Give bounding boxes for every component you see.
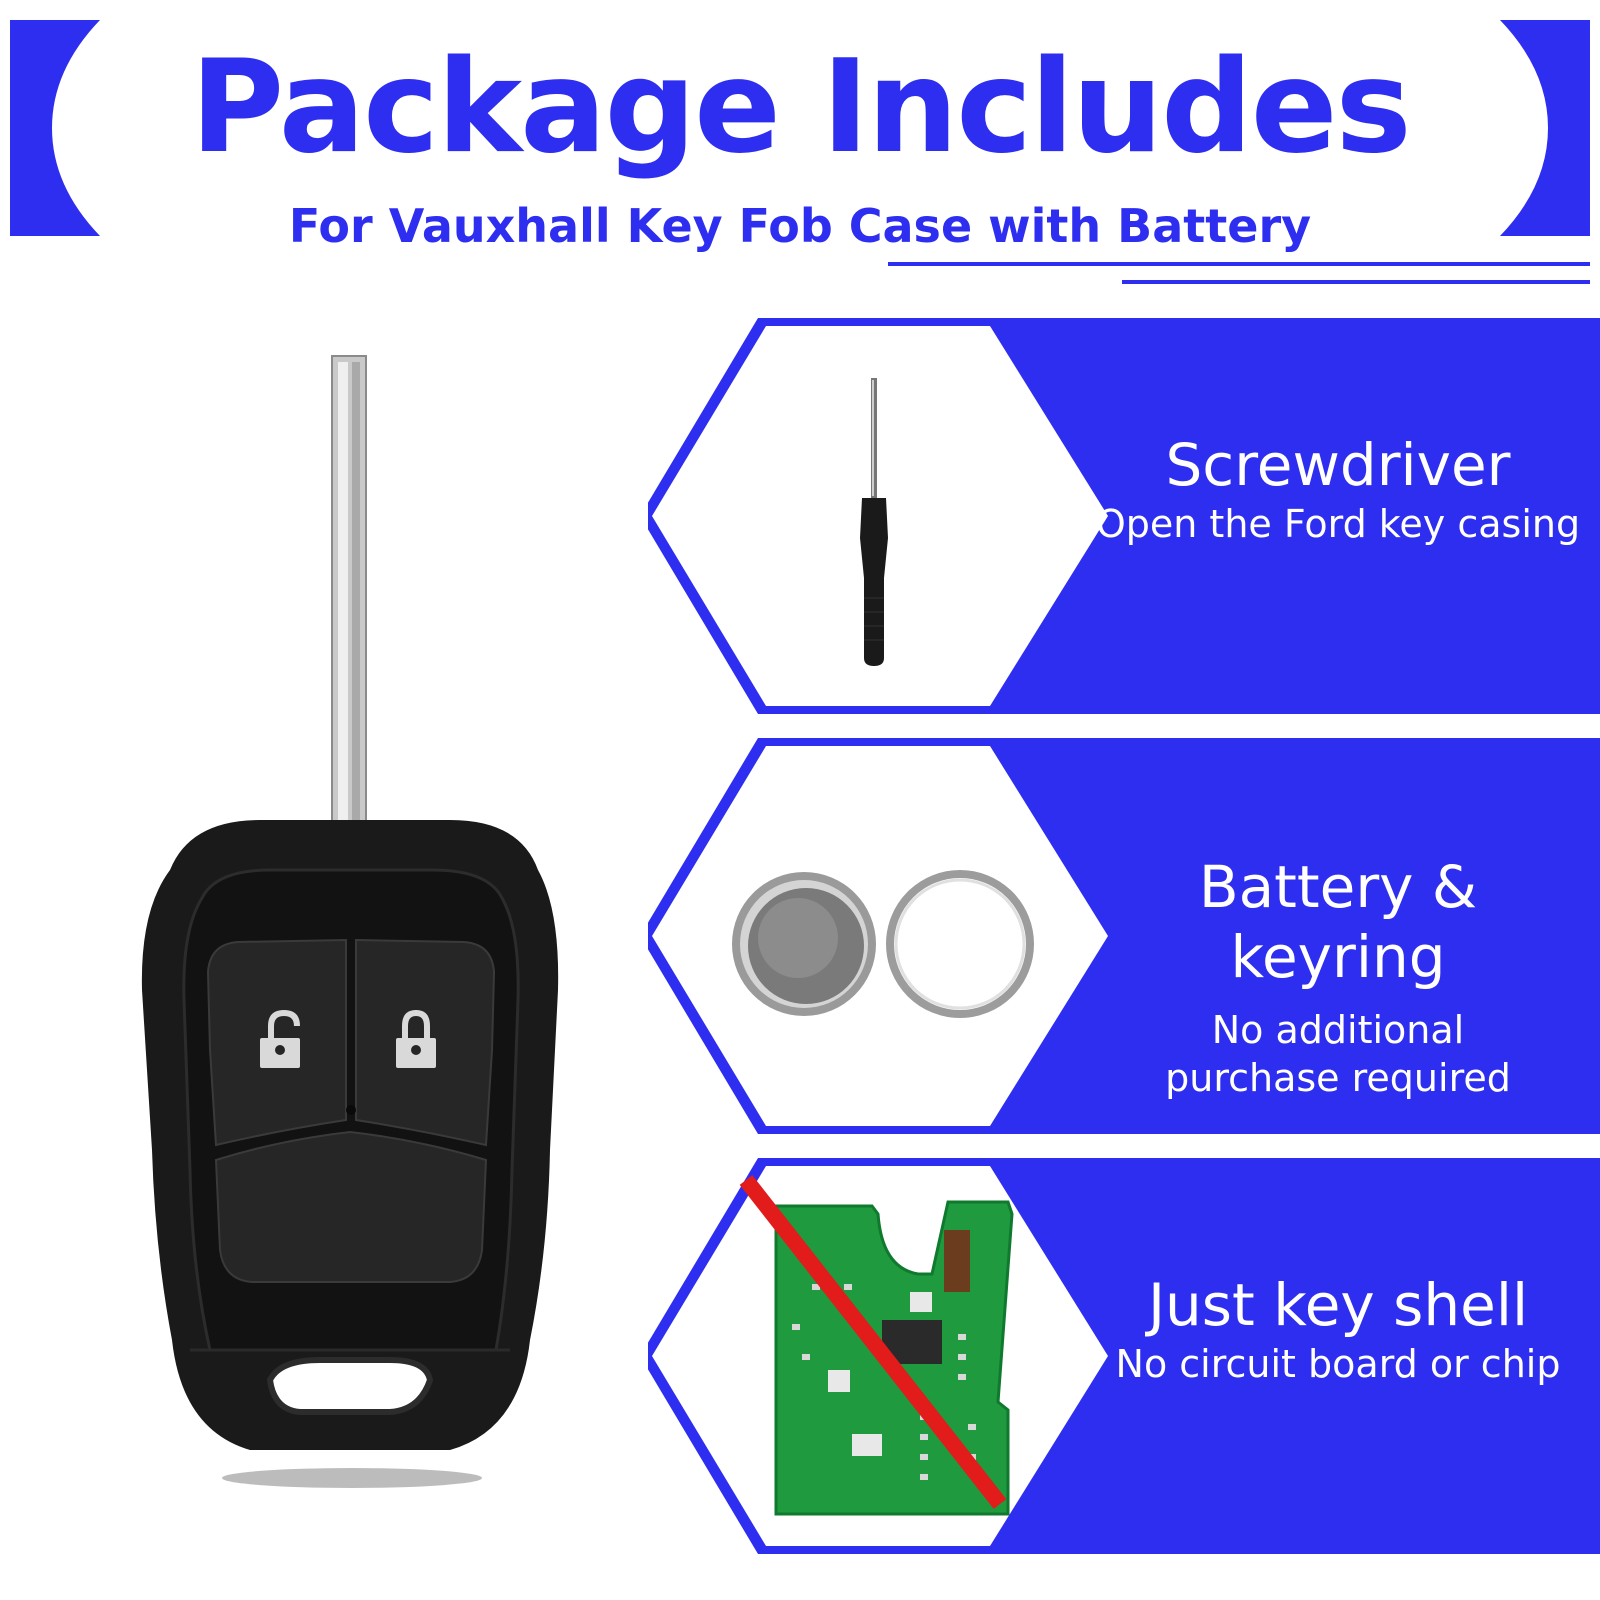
item-panel-battery-keyring: Battery & keyring No additional purchase… bbox=[648, 738, 1600, 1138]
item-panel-key-shell: Just key shell No circuit board or chip bbox=[648, 1158, 1600, 1558]
item-panel-screwdriver: Screwdriver Open the Ford key casing bbox=[648, 318, 1600, 718]
header-bracket-decoration bbox=[10, 20, 1590, 284]
key-fob-icon bbox=[141, 355, 559, 1488]
key-fob-image bbox=[120, 350, 580, 1494]
page-title: Package Includes bbox=[190, 33, 1411, 182]
screwdriver-icon bbox=[860, 378, 888, 666]
battery-keyring-icon bbox=[732, 870, 1034, 1018]
item-description: No circuit board or chip bbox=[1115, 1342, 1561, 1386]
header: Package Includes For Vauxhall Key Fob Ca… bbox=[0, 0, 1600, 290]
circuit-board-crossed-icon bbox=[739, 1175, 1014, 1516]
item-text: Screwdriver Open the Ford key casing bbox=[1088, 430, 1588, 548]
item-description: Open the Ford key casing bbox=[1095, 502, 1581, 546]
page-subtitle: For Vauxhall Key Fob Case with Battery bbox=[288, 199, 1312, 253]
item-heading: Screwdriver bbox=[1165, 431, 1511, 499]
item-description-line2: purchase required bbox=[1165, 1056, 1511, 1100]
item-description-line1: No additional bbox=[1211, 1008, 1465, 1052]
item-heading: Battery & keyring bbox=[1198, 853, 1478, 991]
panel-background bbox=[648, 318, 1600, 714]
item-text: Just key shell No circuit board or chip bbox=[1088, 1270, 1588, 1388]
panel-background bbox=[648, 738, 1600, 1134]
item-heading: Just key shell bbox=[1147, 1271, 1529, 1339]
item-text: Battery & keyring No additional purchase… bbox=[1088, 852, 1588, 1102]
